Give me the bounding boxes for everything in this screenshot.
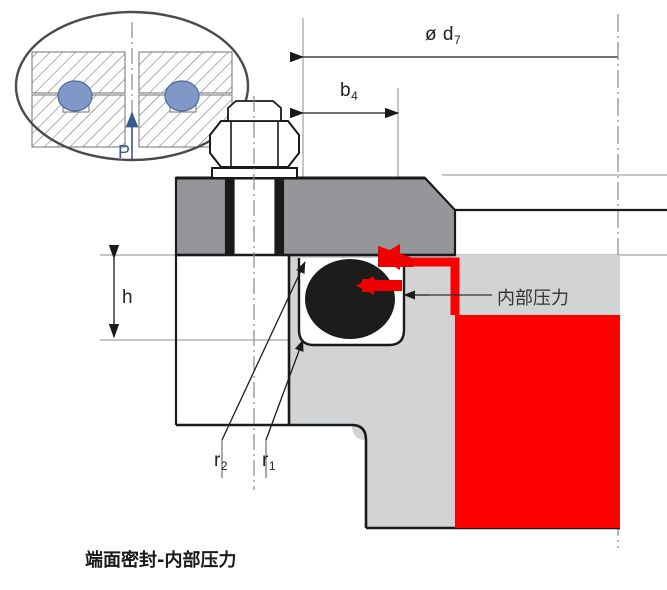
- dimension-label-h: h: [122, 287, 134, 308]
- dimension-label-b4: b4: [340, 80, 359, 103]
- internal-pressure-region: [455, 315, 620, 528]
- radius-leader-lines: [221, 261, 306, 478]
- oring-seal: [305, 259, 395, 339]
- internal-pressure-label: 内部压力: [497, 288, 569, 309]
- detail-oring-left: [57, 80, 93, 112]
- figure-caption: 端面密封-内部压力: [85, 550, 237, 571]
- upper-flange-part: [174, 176, 457, 257]
- detail-oring-right: [164, 80, 200, 112]
- dimension-label-r1: r1: [262, 450, 277, 473]
- detail-pressure-letter: P: [118, 142, 131, 162]
- detail-ellipse-frame: [14, 10, 250, 162]
- detail-view-inset: [14, 10, 250, 162]
- pressure-arrows: [356, 244, 460, 315]
- dimension-label-r2: r2: [214, 450, 229, 473]
- dimension-label-d7: ø d7: [425, 24, 462, 47]
